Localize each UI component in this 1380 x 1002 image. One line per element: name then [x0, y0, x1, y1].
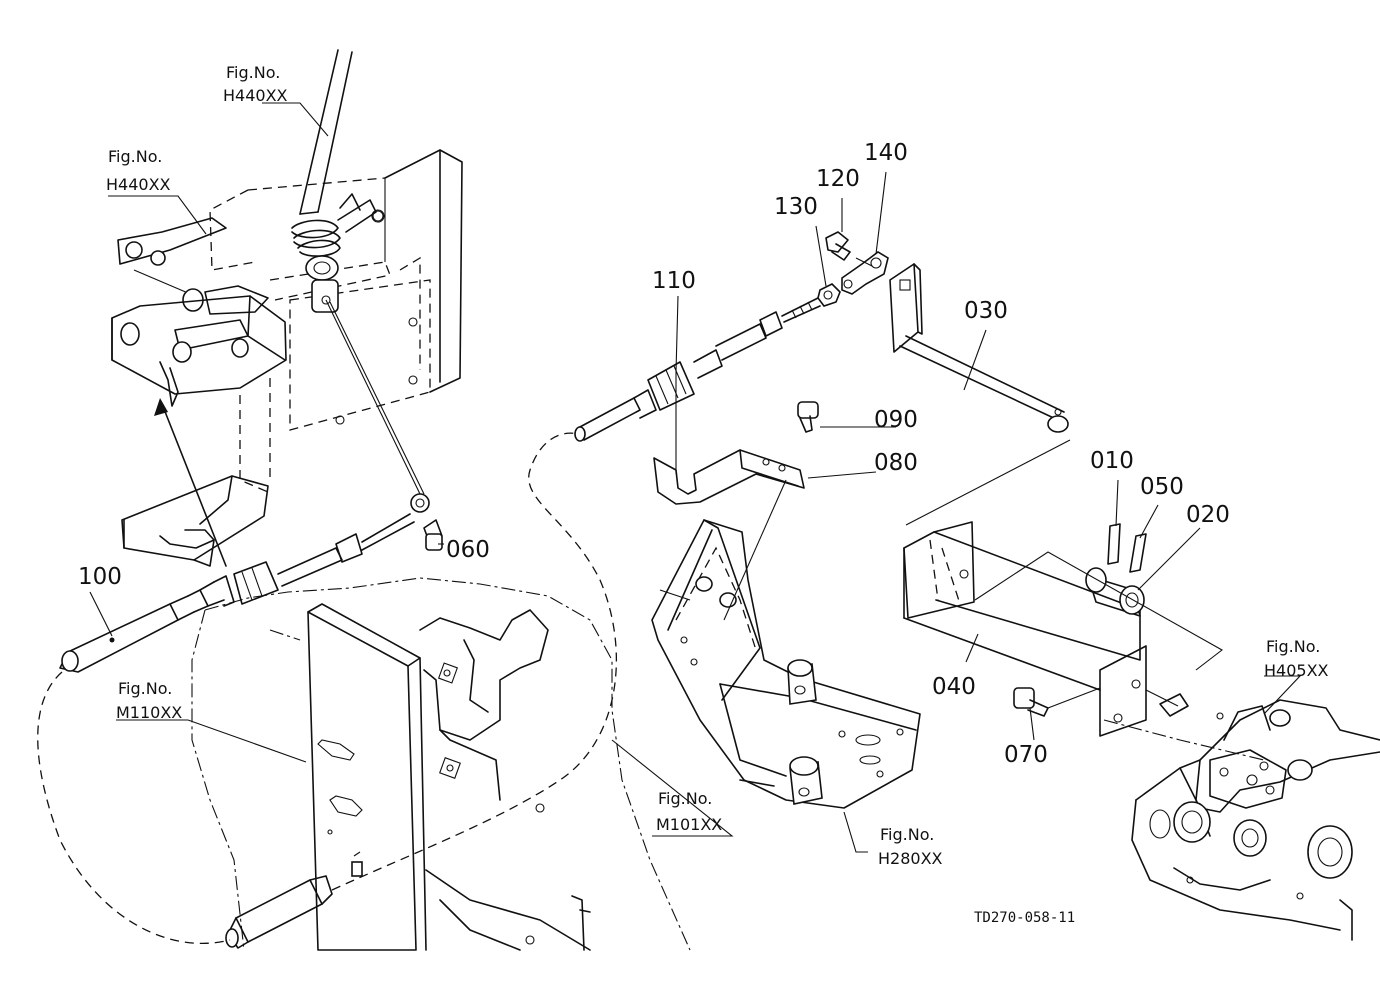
- control-lever-assembly: [111, 49, 463, 567]
- figure-reference-labels: Fig.No. H440XX Fig.No. H440XX Fig.No. M1…: [106, 63, 1329, 868]
- control-cable-110: [574, 231, 889, 442]
- fig-ref-m110-code: M110XX: [116, 703, 182, 722]
- fig-ref-h280-code: H280XX: [878, 849, 943, 868]
- center-frame: [651, 479, 921, 809]
- part-label-110: 110: [652, 268, 696, 294]
- part-label-080: 080: [874, 450, 918, 476]
- bracket-080: [653, 401, 819, 505]
- part-label-100: 100: [78, 564, 122, 590]
- part-label-140: 140: [864, 140, 908, 166]
- fig-ref-m101-label: Fig.No.: [658, 789, 712, 808]
- fig-ref-h405-code: H405XX: [1264, 661, 1329, 680]
- part-label-060: 060: [446, 537, 490, 563]
- cable-routes: [37, 432, 617, 944]
- part-label-040: 040: [932, 674, 976, 700]
- fig-ref-h405-label: Fig.No.: [1266, 637, 1320, 656]
- part-number-labels: 010 020 030 040 050 060 070 080 090 100 …: [78, 140, 1230, 768]
- support-040: [903, 439, 1265, 761]
- part-label-090: 090: [874, 407, 918, 433]
- part-label-010: 010: [1090, 448, 1134, 474]
- part-label-130: 130: [774, 194, 818, 220]
- leader-lines: [89, 102, 1302, 853]
- part-label-050: 050: [1140, 474, 1184, 500]
- control-cable-100: [59, 299, 443, 673]
- fig-ref-h280-label: Fig.No.: [880, 825, 934, 844]
- fig-ref-m101-code: M101XX: [656, 815, 722, 834]
- valve-block: [1131, 693, 1380, 941]
- lower-panel: [191, 577, 691, 951]
- fig-ref-h440-upper-code: H440XX: [223, 86, 288, 105]
- fig-ref-h440-left-label: Fig.No.: [108, 147, 162, 166]
- part-label-020: 020: [1186, 502, 1230, 528]
- fig-ref-m110-label: Fig.No.: [118, 679, 172, 698]
- part-label-070: 070: [1004, 742, 1048, 768]
- drawing-code: TD270-058-11: [974, 910, 1075, 926]
- fig-ref-h440-upper-label: Fig.No.: [226, 63, 280, 82]
- rod-030: [889, 263, 1069, 433]
- fig-ref-h440-left-code: H440XX: [106, 175, 171, 194]
- part-label-030: 030: [964, 298, 1008, 324]
- part-label-120: 120: [816, 166, 860, 192]
